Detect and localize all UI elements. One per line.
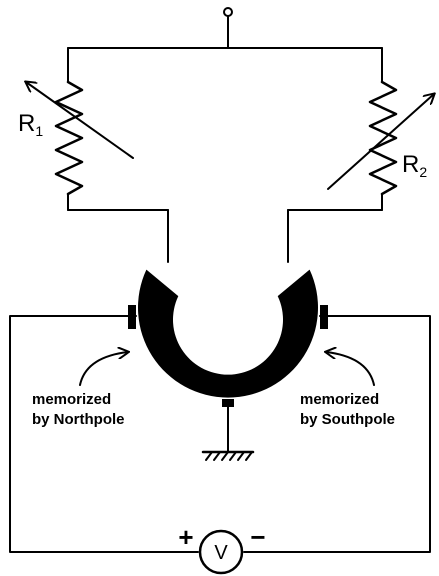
r1-variable-arrow [26, 82, 134, 159]
voltmeter-label: V [214, 542, 228, 564]
right-resistor-branch [287, 47, 434, 263]
northpole-note: memorized by Northpole [32, 391, 125, 428]
southpole-note: memorized by Southpole [300, 391, 395, 428]
r2-label: R2 [402, 151, 427, 180]
northpole-pointer-arrow [79, 352, 128, 386]
voltmeter-plus-sign: + [178, 522, 193, 552]
left-resistor-branch [26, 47, 169, 263]
voltmeter: V + − [178, 522, 266, 575]
r1-label: R1 [18, 110, 43, 139]
resistor-r2-zigzag [368, 80, 398, 196]
voltmeter-minus-sign: − [250, 522, 265, 552]
southpole-pointer-arrow [326, 352, 375, 386]
horseshoe-core [128, 269, 328, 398]
top-terminal [223, 7, 233, 49]
outer-loop-wire [9, 315, 431, 553]
r2-variable-arrow [327, 94, 434, 190]
resistor-r1-zigzag [54, 80, 84, 196]
ground-symbol [201, 399, 255, 461]
